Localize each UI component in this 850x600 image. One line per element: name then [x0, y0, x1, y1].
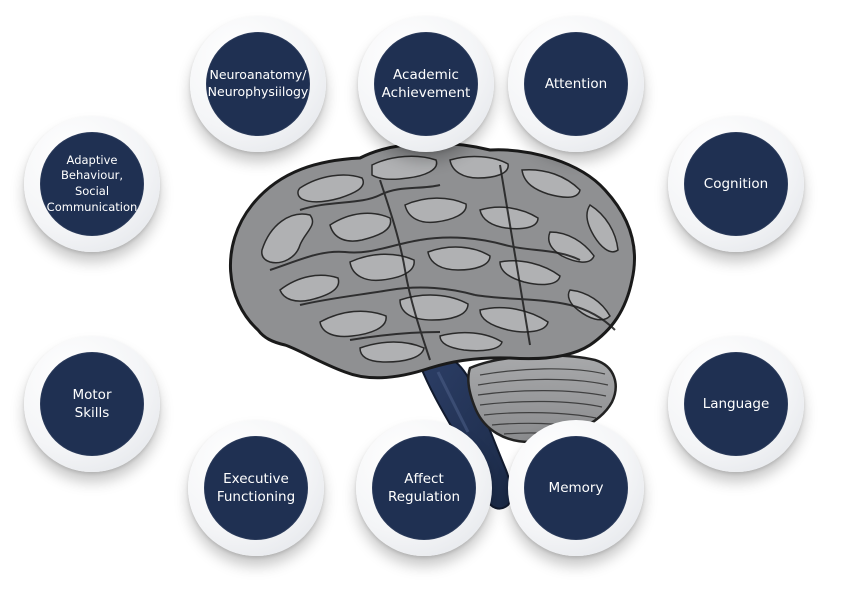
- node-affect-regulation: Affect Regulation: [356, 420, 492, 572]
- label-line: Regulation: [387, 489, 461, 505]
- label-line: Motor: [72, 386, 112, 403]
- node-executive-functioning-label: Executive Functioning: [204, 436, 308, 540]
- node-affect-regulation-label: Affect Regulation: [372, 436, 476, 540]
- label-line: Executive: [223, 470, 289, 487]
- label-line: Neuroanatomy/: [209, 67, 307, 83]
- label-line: Adaptive: [66, 152, 118, 167]
- label-line: Language: [702, 395, 770, 412]
- node-motor-skills: Motor Skills: [24, 336, 160, 488]
- node-academic-achievement-label: Academic Achievement: [374, 32, 478, 136]
- node-attention-label: Attention: [524, 32, 628, 136]
- label-line: Academic: [393, 66, 459, 83]
- label-line: Behaviour, Social: [60, 168, 123, 198]
- label-line: Cognition: [703, 175, 769, 192]
- node-memory: Memory: [508, 420, 644, 572]
- node-executive-functioning: Executive Functioning: [188, 420, 324, 572]
- label-line: Communication: [46, 199, 138, 214]
- label-line: Neurophysiilogy: [207, 84, 309, 99]
- node-neuroanatomy: Neuroanatomy/ Neurophysiilogy: [190, 16, 326, 168]
- node-adaptive-behaviour-label: Adaptive Behaviour, Social Communication: [40, 132, 144, 236]
- node-memory-label: Memory: [524, 436, 628, 540]
- label-line: Memory: [548, 479, 604, 496]
- node-language: Language: [668, 336, 804, 488]
- node-academic-achievement: Academic Achievement: [358, 16, 494, 168]
- node-adaptive-behaviour: Adaptive Behaviour, Social Communication: [24, 116, 160, 268]
- label-line: Achievement: [381, 85, 471, 101]
- label-line: Affect: [404, 470, 444, 487]
- node-neuroanatomy-label: Neuroanatomy/ Neurophysiilogy: [206, 32, 310, 136]
- label-line: Functioning: [216, 489, 296, 505]
- node-attention: Attention: [508, 16, 644, 168]
- label-line: Skills: [74, 405, 110, 421]
- label-line: Attention: [544, 75, 608, 92]
- node-cognition: Cognition: [668, 116, 804, 268]
- node-cognition-label: Cognition: [684, 132, 788, 236]
- node-language-label: Language: [684, 352, 788, 456]
- node-motor-skills-label: Motor Skills: [40, 352, 144, 456]
